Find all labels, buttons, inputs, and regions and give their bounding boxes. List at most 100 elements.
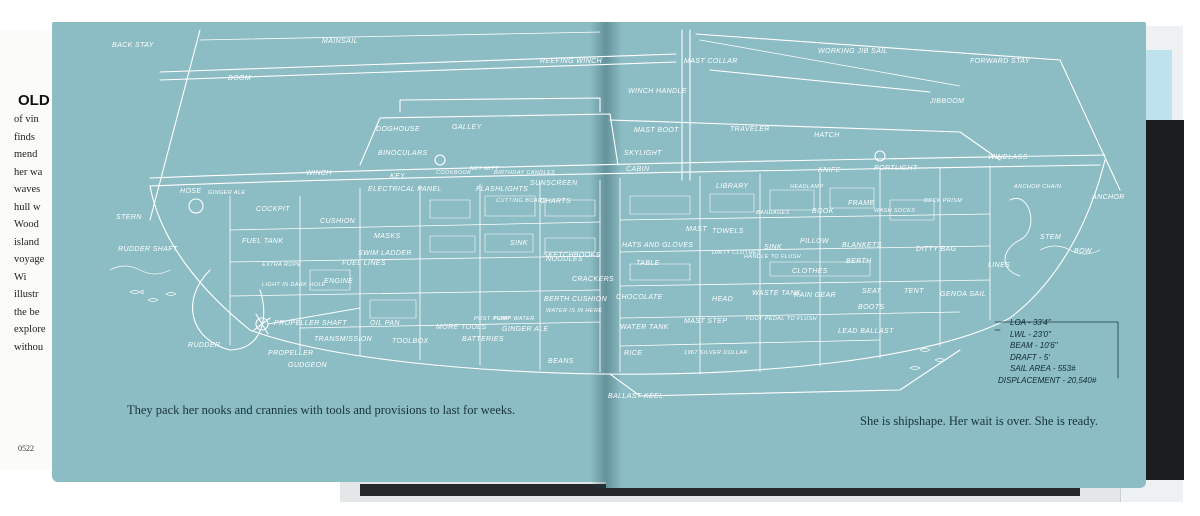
label-boom: BOOM bbox=[228, 75, 251, 82]
underlying-text-line: Wi bbox=[14, 271, 27, 283]
label-lead-ballast: LEAD BALLAST bbox=[838, 328, 894, 335]
label-crackers: CRACKERS bbox=[572, 276, 615, 283]
label-head: HEAD bbox=[712, 296, 734, 303]
label-doghouse: DOGHOUSE bbox=[376, 126, 421, 133]
label-chocolate: CHOCOLATE bbox=[616, 294, 663, 301]
label-post-pump: POST PUMP bbox=[474, 316, 510, 322]
label-toolbox: TOOLBOX bbox=[392, 338, 429, 345]
label-anchor: ANCHOR bbox=[1092, 194, 1125, 201]
label-ballast-keel: BALLAST KEEL bbox=[608, 393, 664, 400]
label-cookbook: COOKBOOK bbox=[436, 170, 472, 176]
label-deck-prism: DECK PRISM bbox=[924, 198, 963, 204]
label-winch-handle: WINCH HANDLE bbox=[628, 88, 687, 95]
label-cutting-board: CUTTING BOARD bbox=[496, 198, 547, 204]
spec-line: DISPLACEMENT - 20,540# bbox=[998, 375, 1097, 385]
label-cockpit: COCKPIT bbox=[256, 206, 290, 213]
right-caption: She is shipshape. Her wait is over. She … bbox=[860, 414, 1099, 428]
label-hats-and-gloves: HATS AND GLOVES bbox=[622, 242, 694, 249]
label-boots: BOOTS bbox=[858, 304, 885, 311]
spec-box bbox=[994, 321, 1119, 379]
label-mast: MAST bbox=[686, 226, 708, 233]
spec-line: LOA - 33'4" bbox=[1010, 318, 1051, 327]
label-cushion: CUSHION bbox=[320, 218, 356, 225]
label-jibboom: JIBBOOM bbox=[930, 98, 965, 105]
label-towels: TOWELS bbox=[712, 228, 744, 235]
label-bandages: BANDAGES bbox=[756, 210, 790, 216]
label-ginger-ale: GINGER ALE bbox=[208, 190, 246, 196]
label-stern: STERN bbox=[116, 214, 142, 221]
label-net-mitt: NET MITT bbox=[470, 166, 499, 172]
label-cabin: CABIN bbox=[626, 166, 650, 173]
label-rudder-shaft: RUDDER SHAFT bbox=[118, 246, 178, 253]
label-winch: WINCH bbox=[306, 170, 332, 177]
label-bow: BOW bbox=[1074, 248, 1092, 255]
label-mast-collar: MAST COLLAR bbox=[684, 58, 738, 65]
doghouse-line bbox=[359, 113, 619, 166]
label-rice: RICE bbox=[624, 350, 643, 357]
label-water-in-here: WATER IS IN HERE bbox=[546, 308, 603, 314]
label-swim-ladder: SWIM LADDER bbox=[358, 250, 412, 257]
label-fuel-tank: FUEL TANK bbox=[242, 238, 284, 245]
underlying-text-line: island bbox=[14, 236, 40, 248]
label-pump-water: PUMP WATER bbox=[494, 316, 535, 322]
label-headlamp: HEADLAMP bbox=[790, 184, 824, 190]
label-light-in-dark-hole: LIGHT IN DARK HOLE bbox=[262, 282, 326, 288]
underlying-text-line: of vin bbox=[14, 114, 39, 125]
label-dirty-clothes: DIRTY CLOTHES bbox=[712, 250, 762, 256]
label-birthday-candles: BIRTHDAY CANDLES bbox=[494, 170, 556, 176]
spec-line: BEAM - 10'6" bbox=[1010, 341, 1058, 350]
label-skylight: SKYLIGHT bbox=[624, 150, 662, 157]
label-batteries: BATTERIES bbox=[462, 336, 504, 343]
underlying-text-line: explore bbox=[14, 324, 46, 335]
spec-line: LWL - 23'0" bbox=[1010, 329, 1051, 339]
label-frame: FRAME bbox=[848, 200, 875, 207]
label-rudder: RUDDER bbox=[188, 342, 221, 349]
label-berth-cushion: BERTH CUSHION bbox=[544, 296, 608, 303]
label-sunscreen: SUNSCREEN bbox=[530, 180, 578, 187]
label-anchor-chain: ANCHOR CHAIN bbox=[1014, 184, 1062, 190]
underlying-text-line: voyage bbox=[14, 254, 45, 265]
label-pillow: PILLOW bbox=[800, 238, 829, 245]
label-blankets: BLANKETS bbox=[842, 242, 882, 249]
label-sink-left: SINK bbox=[510, 240, 528, 247]
label-lines: LINES bbox=[988, 262, 1011, 269]
label-stem: STEM bbox=[1040, 234, 1062, 241]
label-binoculars: BINOCULARS bbox=[378, 150, 428, 157]
label-foot-pedal-to-flush: FOOT PEDAL TO FLUSH bbox=[746, 316, 817, 322]
label-masks: MASKS bbox=[374, 233, 401, 240]
mast-line bbox=[681, 29, 691, 181]
ballast-keel-line bbox=[609, 349, 961, 397]
underlying-text-line: hull w bbox=[14, 201, 41, 213]
label-mainsail: MAINSAIL bbox=[322, 38, 358, 45]
fish-doodles bbox=[129, 289, 946, 370]
label-extra-rope: EXTRA ROPE bbox=[262, 262, 302, 268]
label-transmission: TRANSMISSION bbox=[314, 336, 373, 343]
jibboom-line bbox=[709, 69, 931, 93]
label-oil-pan: OIL PAN bbox=[370, 320, 400, 327]
label-windlass: WINDLASS bbox=[988, 154, 1028, 161]
underlying-text-line: her wa bbox=[14, 166, 43, 178]
label-sketchbooks: SKETCHBOOKS bbox=[543, 252, 601, 259]
underlying-text-line: Wood bbox=[14, 219, 39, 230]
label-mast-step: MAST STEP bbox=[684, 318, 728, 325]
label-beans: BEANS bbox=[548, 358, 574, 365]
label-waste-tank: WASTE TANK bbox=[752, 290, 801, 297]
page-number: 0522 bbox=[18, 444, 34, 453]
label-engine: ENGINE bbox=[324, 278, 354, 285]
label-charts: CHARTS bbox=[540, 198, 572, 205]
label-mast-boot: MAST BOOT bbox=[634, 127, 679, 134]
deck-line bbox=[149, 154, 1106, 179]
hull-outline bbox=[149, 159, 1106, 375]
water-waves bbox=[109, 245, 1101, 275]
label-more-tools: MORE TOOLS bbox=[436, 324, 487, 331]
label-sink-right: SINK bbox=[764, 244, 782, 251]
underlying-book-title: OLD bbox=[18, 92, 50, 109]
spec-line: DRAFT - 5' bbox=[1010, 352, 1050, 362]
label-gudgeon: GUDGEON bbox=[288, 362, 327, 369]
label-tent: TENT bbox=[904, 288, 924, 295]
label-reefing-winch: REEFING WINCH bbox=[540, 58, 602, 65]
label-genoa-sail: GENOA SAIL bbox=[940, 291, 987, 298]
label-book: BOOK bbox=[812, 208, 834, 215]
underlying-text-line: waves bbox=[14, 184, 41, 195]
